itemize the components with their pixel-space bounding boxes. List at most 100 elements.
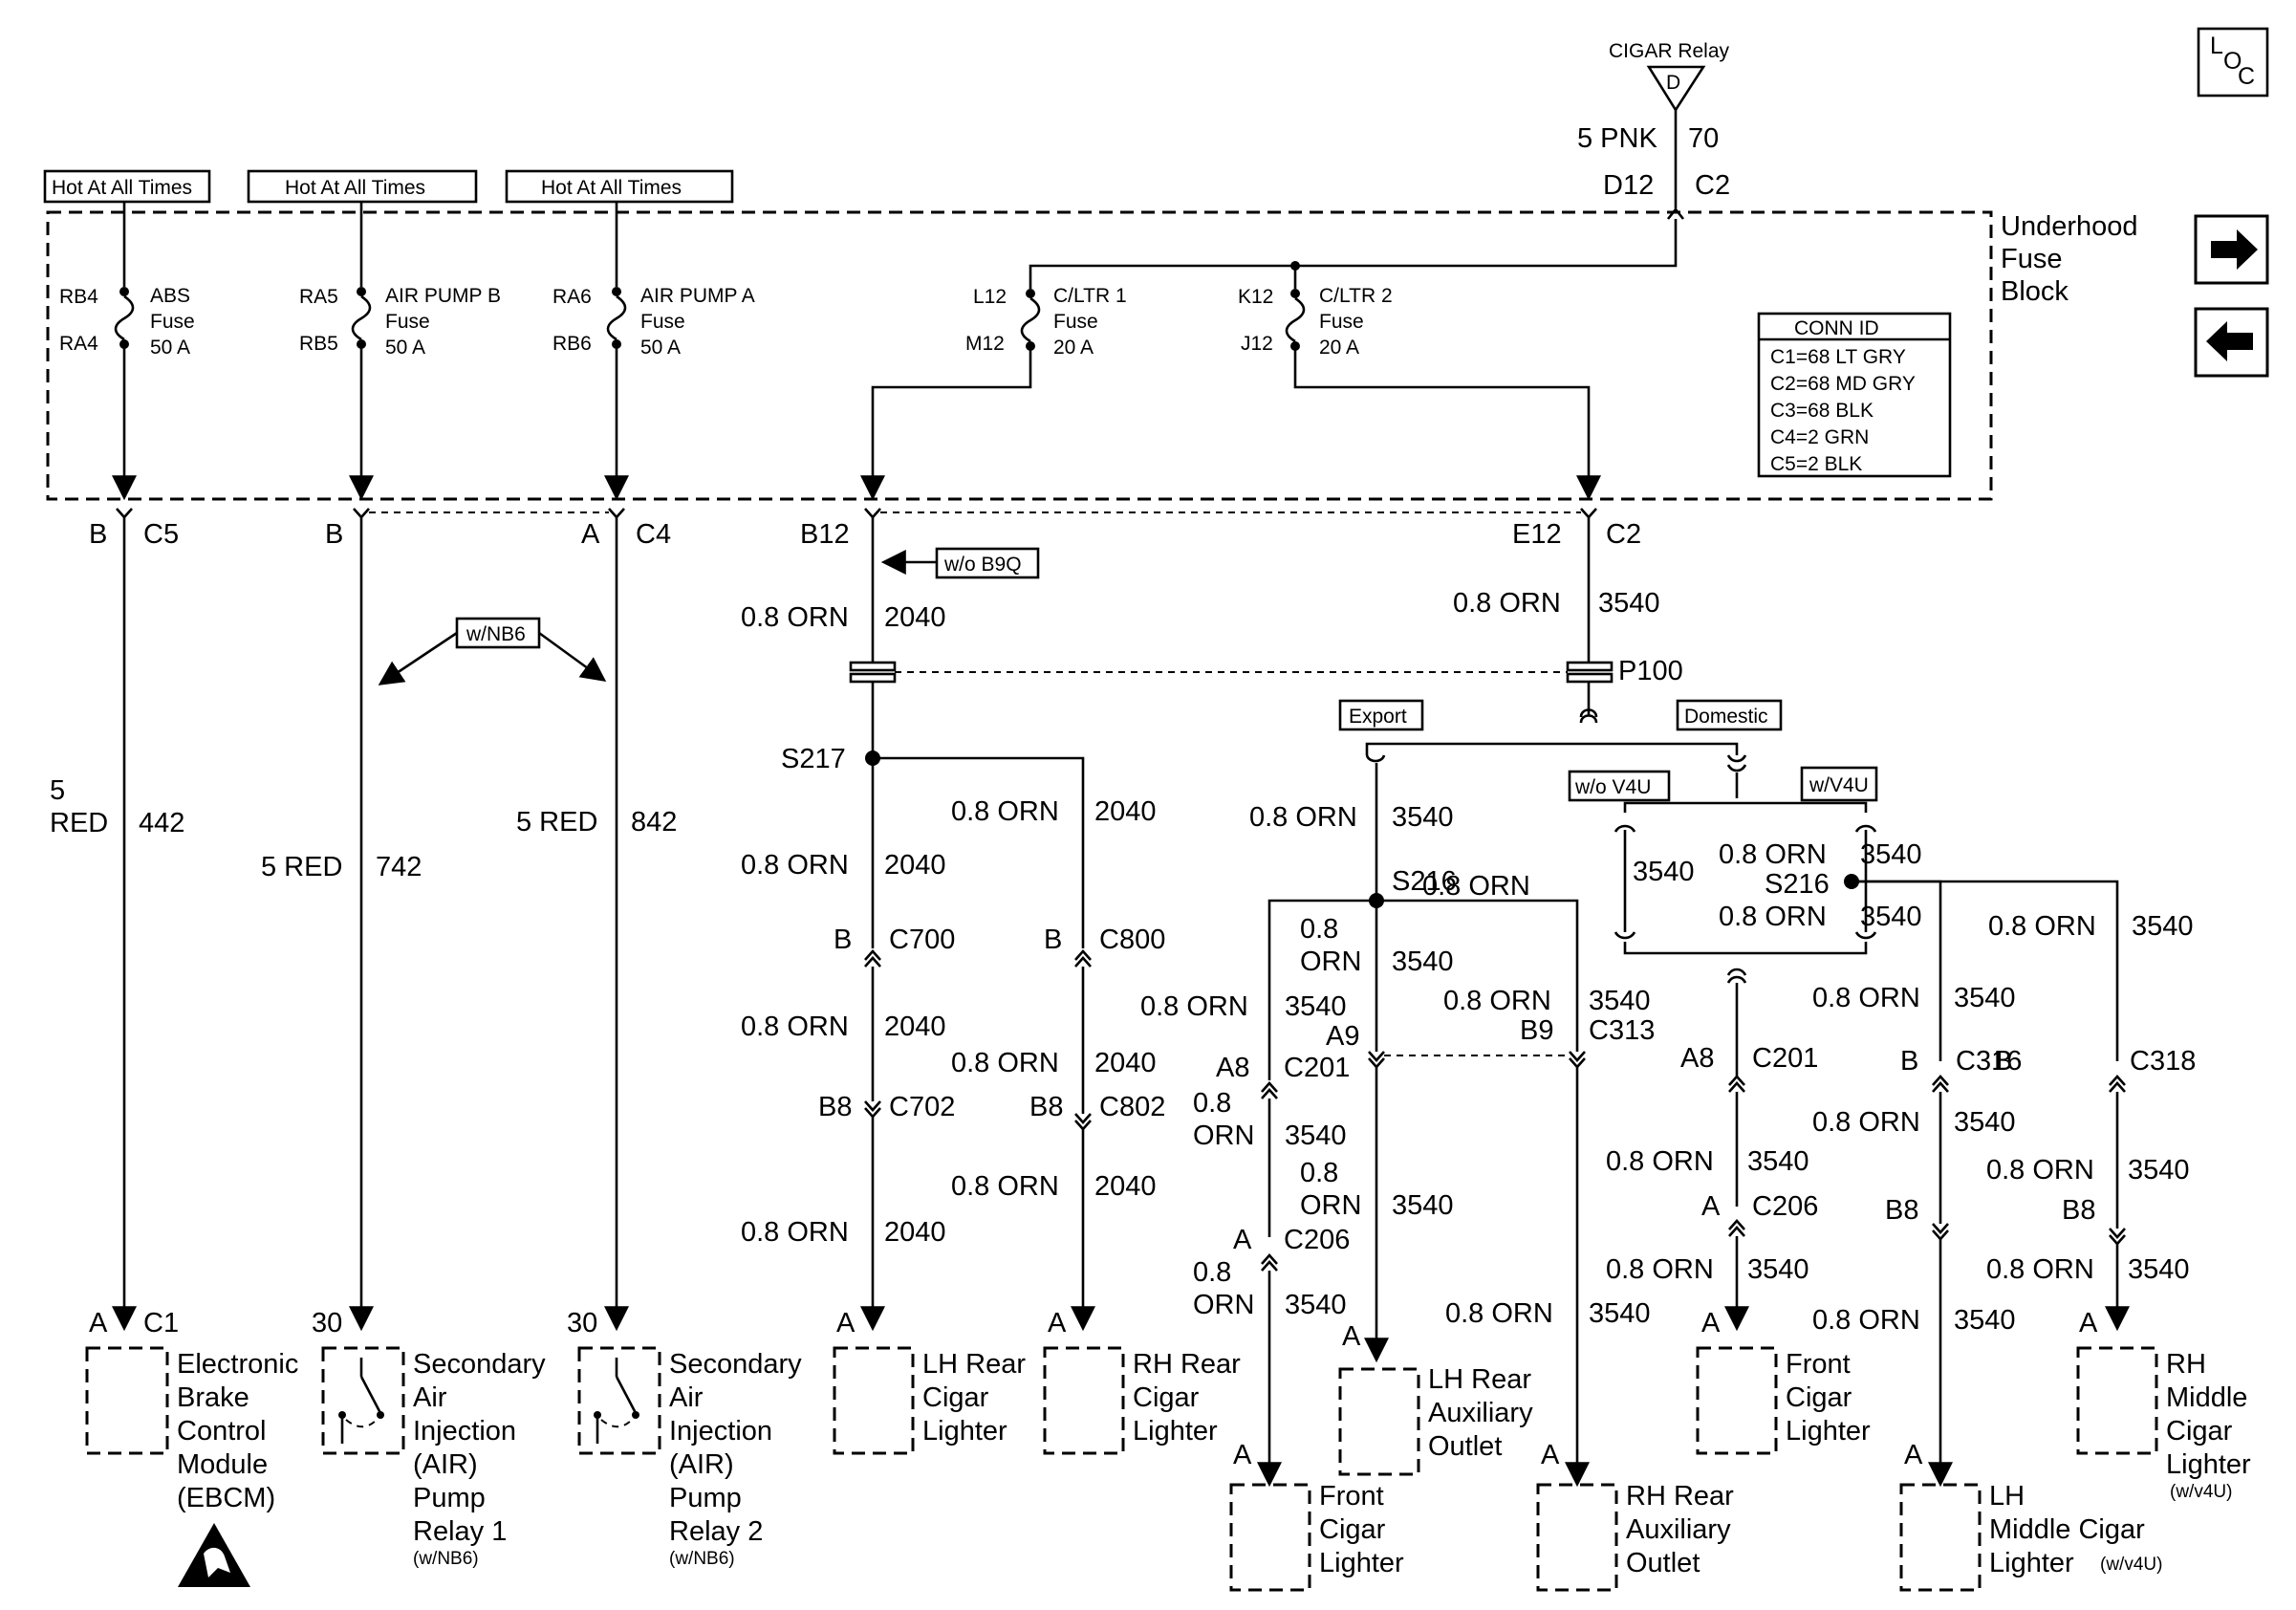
component-label: Pump: [413, 1483, 486, 1513]
fuse-pin-label: M12: [965, 333, 1005, 355]
conn-id-row: C4=2 GRN: [1770, 426, 1869, 448]
circuit-number: 2040: [884, 602, 946, 633]
connector-label-p100: P100: [1618, 656, 1683, 686]
component-label: Electronic: [177, 1349, 298, 1380]
pin-label: A: [1904, 1440, 1923, 1470]
circuit-number: 2040: [884, 850, 946, 881]
circuit-number: 3540: [1285, 1290, 1347, 1320]
splice-label-s217: S217: [781, 744, 846, 774]
connector-label-c5: C5: [143, 519, 179, 550]
pin-label: B9: [1520, 1015, 1553, 1046]
cigar-relay-label: CIGAR Relay: [1609, 40, 1730, 62]
p100-connector: P100: [849, 656, 1683, 686]
wire-color: 0.8 ORN: [1812, 1107, 1920, 1138]
component-label: Middle: [2166, 1382, 2247, 1413]
circuit-number: 2040: [1094, 1048, 1157, 1078]
pin-label: A: [1541, 1440, 1560, 1470]
previous-page-button[interactable]: [2194, 307, 2269, 378]
b9q-option-box: [935, 547, 1040, 579]
fuse-pin-label: RA6: [552, 286, 592, 308]
fuse-pin-label: RB5: [299, 333, 338, 355]
fuse-pin-label: L12: [973, 286, 1007, 308]
wire-color: 0.8 ORN: [1812, 983, 1920, 1013]
circuit-number: 842: [631, 807, 677, 838]
component-label: Outlet: [1626, 1548, 1700, 1578]
fuse-block-title-3: Block: [2001, 276, 2069, 307]
wire-color: ORN: [1300, 946, 1361, 977]
component-label: Relay 2: [669, 1516, 763, 1547]
connector-label-c1: C1: [143, 1308, 179, 1338]
relay-pin-c2: C2: [1695, 170, 1730, 201]
connector-label-c2: C2: [1606, 519, 1641, 550]
wire-size: 0.8: [1193, 1257, 1231, 1288]
circuit-number: 3540: [2128, 1254, 2190, 1285]
domestic-option-label: Domestic: [1684, 706, 1768, 728]
pin-label: A8: [1216, 1053, 1249, 1083]
pin-label-e12: E12: [1512, 519, 1562, 550]
relay-wire-color: 5 PNK: [1577, 123, 1657, 154]
pin-label: B8: [1029, 1092, 1063, 1122]
pin-label: B: [1900, 1046, 1918, 1077]
next-page-button[interactable]: [2194, 214, 2269, 285]
pin-label: A: [1701, 1308, 1721, 1338]
fuse-amps: 50 A: [385, 337, 425, 359]
component-label: Front: [1319, 1481, 1384, 1512]
pin-label: B8: [1885, 1195, 1918, 1226]
component-label: Lighter: [922, 1416, 1007, 1447]
component-label: Cigar: [1319, 1514, 1386, 1545]
circuit-number: 3540: [1747, 1146, 1809, 1177]
wire-color: 0.8 ORN: [1453, 588, 1561, 619]
wire-color: ORN: [1193, 1290, 1254, 1320]
component-label: LH Rear: [1428, 1364, 1531, 1395]
component-label: Lighter: [1989, 1548, 2074, 1578]
nb6-option-label: w/NB6: [466, 623, 526, 645]
loc-letter-l: L: [2210, 33, 2223, 59]
pin-label: A: [1342, 1321, 1361, 1352]
wire-color: 0.8 ORN: [741, 1217, 849, 1248]
wire-color: 0.8 ORN: [1443, 986, 1551, 1016]
domestic-option-box: [1676, 699, 1783, 731]
component-label: Cigar: [922, 1382, 989, 1413]
connector-label-c206: C206: [1752, 1191, 1818, 1222]
connector-label-c800: C800: [1099, 925, 1165, 955]
circuit-number: 2040: [884, 1012, 946, 1042]
wire-color: 0.8 ORN: [1445, 1298, 1553, 1329]
component-label: Cigar: [1133, 1382, 1200, 1413]
circuit-number: 3540: [1860, 902, 1922, 932]
component-label: RH Rear: [1133, 1349, 1241, 1380]
fuse-amps: 50 A: [150, 337, 190, 359]
esd-warning-icon: [178, 1523, 250, 1587]
connector-label-c201: C201: [1284, 1053, 1350, 1083]
export-option-box: [1338, 699, 1424, 731]
cltr1-fuse: L12 M12 C/LTR 1 Fuse 20 A: [860, 285, 1127, 501]
pin-label-b12: B12: [800, 519, 850, 550]
fuse-pin-label: RB6: [552, 333, 592, 355]
underhood-fuse-block-outline: [46, 210, 1993, 501]
pin-label: 30: [567, 1308, 597, 1338]
air-pump-relay-1: [321, 1346, 405, 1455]
conn-id-box: CONN ID C1=68 LT GRY C2=68 MD GRY C3=68 …: [1757, 312, 1952, 478]
circuit-number: 3540: [1954, 1107, 2016, 1138]
component-label: (w/v4U): [2100, 1555, 2162, 1575]
connector-label-c318: C318: [2130, 1046, 2196, 1077]
hot-label-3: Hot At All Times: [541, 177, 682, 199]
pin-label: A: [1233, 1440, 1252, 1470]
wire-color: 0.8 ORN: [1986, 1155, 2094, 1186]
front-cigar-lighter-domestic: [1696, 1346, 1778, 1455]
circuit-number: 3540: [1392, 1190, 1454, 1221]
wire-color: 0.8 ORN: [1986, 1254, 2094, 1285]
component-label: Auxiliary: [1428, 1398, 1533, 1428]
hot-label-1: Hot At All Times: [52, 177, 192, 199]
splice-label-s216: S216: [1765, 869, 1830, 900]
wire-color: ORN: [1193, 1120, 1254, 1151]
fuse-name: C/LTR 1: [1053, 285, 1127, 307]
component-label: Lighter: [2166, 1449, 2251, 1480]
wire-color: 0.8 ORN: [951, 796, 1059, 827]
fuse-pin-label: RB4: [59, 286, 98, 308]
connector-label-c201: C201: [1752, 1043, 1818, 1074]
w-v4u-option-label: w/V4U: [1809, 774, 1869, 796]
air-pump-a-fuse: RA6 RB6 AIR PUMP A Fuse 50 A: [552, 202, 755, 501]
component-label: Relay 1: [413, 1516, 507, 1547]
relay-circuit: 70: [1688, 123, 1719, 154]
